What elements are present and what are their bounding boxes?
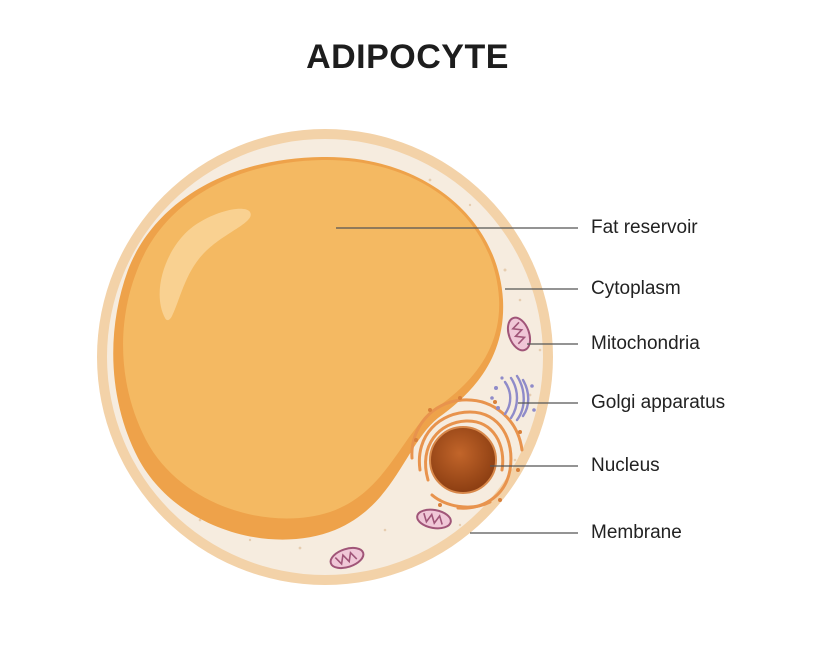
label-membrane: Membrane [591,522,682,543]
nucleus-rim [429,426,497,494]
er-ribosomes [414,396,522,507]
leader-lines [336,227,578,534]
label-cytoplasm: Cytoplasm [591,278,681,299]
label-fat-reservoir: Fat reservoir [591,217,698,238]
fat-reservoir-highlight-area [123,159,500,519]
label-nucleus: Nucleus [591,455,660,476]
golgi-apparatus [503,374,530,422]
nucleus [430,427,496,493]
label-mitochondria: Mitochondria [591,333,700,354]
golgi-vesicles [490,376,536,412]
mitochondrion-bottom [329,546,365,570]
endoplasmic-reticulum [410,398,524,510]
label-golgi-apparatus: Golgi apparatus [591,392,726,413]
mitochondrion-right [506,316,532,352]
fat-shine [159,208,251,321]
diagram-title: ADIPOCYTE [306,38,509,76]
mitochondrion-lower [416,508,452,530]
